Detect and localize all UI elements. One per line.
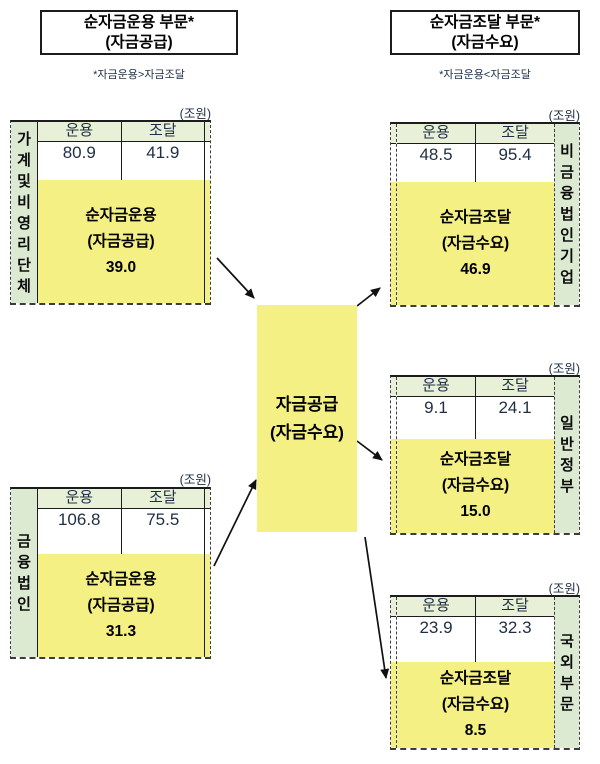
financial-management-value: 106.8	[38, 509, 122, 554]
government-management-value: 9.1	[397, 397, 476, 439]
nonfinancial-management-value: 48.5	[397, 144, 476, 182]
table-edge-strip	[391, 597, 397, 748]
arrow-financial-to-center	[213, 479, 257, 567]
sector-table-financial: 금융법인 운용 조달 106.8 75.5 순자금운용 (자금공급) 31.3	[10, 487, 211, 659]
col-header-management: 운용	[397, 124, 476, 143]
left-header-box: 순자금운용 부문* (자금공급)	[40, 10, 238, 55]
net-value: 15.0	[460, 503, 491, 520]
sector-label-households: 가계및비영리단체	[11, 122, 38, 303]
government-net-block: 순자금조달 (자금수요) 15.0	[397, 439, 554, 533]
foreign-procurement-value: 32.3	[498, 618, 532, 637]
households-net-block: 순자금운용 (자금공급) 39.0	[38, 180, 204, 303]
left-header-title-line1: 순자금운용 부문*	[83, 14, 195, 31]
sector-table-nonfinancial: 운용 조달 48.5 95.4 순자금조달 (자금수요) 46.9 비금융법인기…	[390, 122, 580, 307]
col-header-procurement: 조달	[501, 124, 529, 141]
net-value: 46.9	[460, 260, 491, 278]
sector-table-government: 운용 조달 9.1 24.1 순자금조달 (자금수요) 15.0 일반정부	[390, 375, 580, 535]
col-header-procurement: 조달	[501, 377, 529, 394]
col-header-procurement: 조달	[148, 122, 177, 139]
net-label-line1: 순자금운용	[85, 570, 157, 588]
sector-table-households: 가계및비영리단체 운용 조달 80.9 41.9 순자금운용 (자금공급) 39…	[10, 120, 211, 305]
unit-label-foreign: (조원)	[548, 582, 580, 596]
unit-label-government: (조원)	[548, 362, 580, 376]
net-label-line1: 순자금조달	[439, 670, 512, 687]
net-label-line2: (자금수요)	[441, 477, 510, 494]
net-label-line1: 순자금조달	[439, 451, 512, 468]
net-label-line2: (자금공급)	[87, 232, 155, 250]
net-label-line1: 순자금조달	[439, 208, 512, 226]
right-header-title-line2: (자금수요)	[451, 34, 519, 51]
unit-label-financial: (조원)	[179, 473, 211, 487]
col-header-management: 운용	[38, 122, 122, 141]
col-header-procurement: 조달	[148, 489, 177, 506]
foreign-net-block: 순자금조달 (자금수요) 8.5	[397, 662, 554, 748]
government-procurement-value: 24.1	[498, 398, 532, 417]
col-header-management: 운용	[397, 597, 476, 616]
table-edge-strip	[391, 124, 397, 305]
net-label-line2: (자금공급)	[87, 596, 155, 614]
center-fund-supply-box: 자금공급 (자금수요)	[257, 305, 357, 532]
financial-procurement-value: 75.5	[146, 510, 180, 529]
col-header-management: 운용	[38, 489, 122, 508]
left-footnote: *자금운용>자금조달	[93, 69, 185, 81]
col-header-management: 운용	[397, 377, 476, 396]
col-header-procurement: 조달	[501, 597, 529, 614]
sector-label-foreign: 국외부문	[554, 597, 579, 748]
sector-table-foreign: 운용 조달 23.9 32.3 순자금조달 (자금수요) 8.5 국외부문	[390, 595, 580, 750]
unit-label-households: (조원)	[179, 107, 211, 121]
sector-label-financial: 금융법인	[11, 489, 38, 657]
net-value: 39.0	[105, 258, 137, 276]
right-footnote: *자금운용<자금조달	[439, 69, 531, 81]
right-header-box: 순자금조달 부문* (자금수요)	[390, 10, 580, 55]
arrow-center-to-foreign	[364, 536, 390, 679]
households-management-value: 80.9	[38, 142, 122, 180]
unit-label-nonfinancial: (조원)	[548, 109, 580, 123]
net-label-line1: 순자금운용	[85, 206, 157, 224]
financial-net-block: 순자금운용 (자금공급) 31.3	[38, 554, 204, 657]
net-label-line2: (자금수요)	[441, 234, 510, 252]
net-value: 8.5	[464, 722, 487, 739]
foreign-management-value: 23.9	[397, 617, 476, 662]
net-label-line2: (자금수요)	[441, 696, 510, 713]
table-edge-strip	[391, 377, 397, 533]
sector-label-government: 일반정부	[554, 377, 579, 533]
nonfinancial-procurement-value: 95.4	[498, 145, 532, 164]
nonfinancial-net-block: 순자금조달 (자금수요) 46.9	[397, 182, 554, 305]
arrow-center-to-nonfinancial	[356, 287, 381, 307]
arrow-center-to-government	[356, 440, 383, 461]
center-box-line2: (자금수요)	[270, 422, 344, 442]
households-procurement-value: 41.9	[146, 143, 180, 162]
table-edge-strip	[204, 489, 210, 657]
sector-label-nonfinancial: 비금융법인기업	[554, 124, 579, 305]
arrow-households-to-center	[216, 257, 255, 299]
right-header-title-line1: 순자금조달 부문*	[429, 14, 541, 31]
center-box-line1: 자금공급	[275, 394, 339, 414]
left-header-title-line2: (자금공급)	[105, 34, 173, 51]
net-value: 31.3	[105, 622, 137, 640]
table-edge-strip	[204, 122, 210, 303]
